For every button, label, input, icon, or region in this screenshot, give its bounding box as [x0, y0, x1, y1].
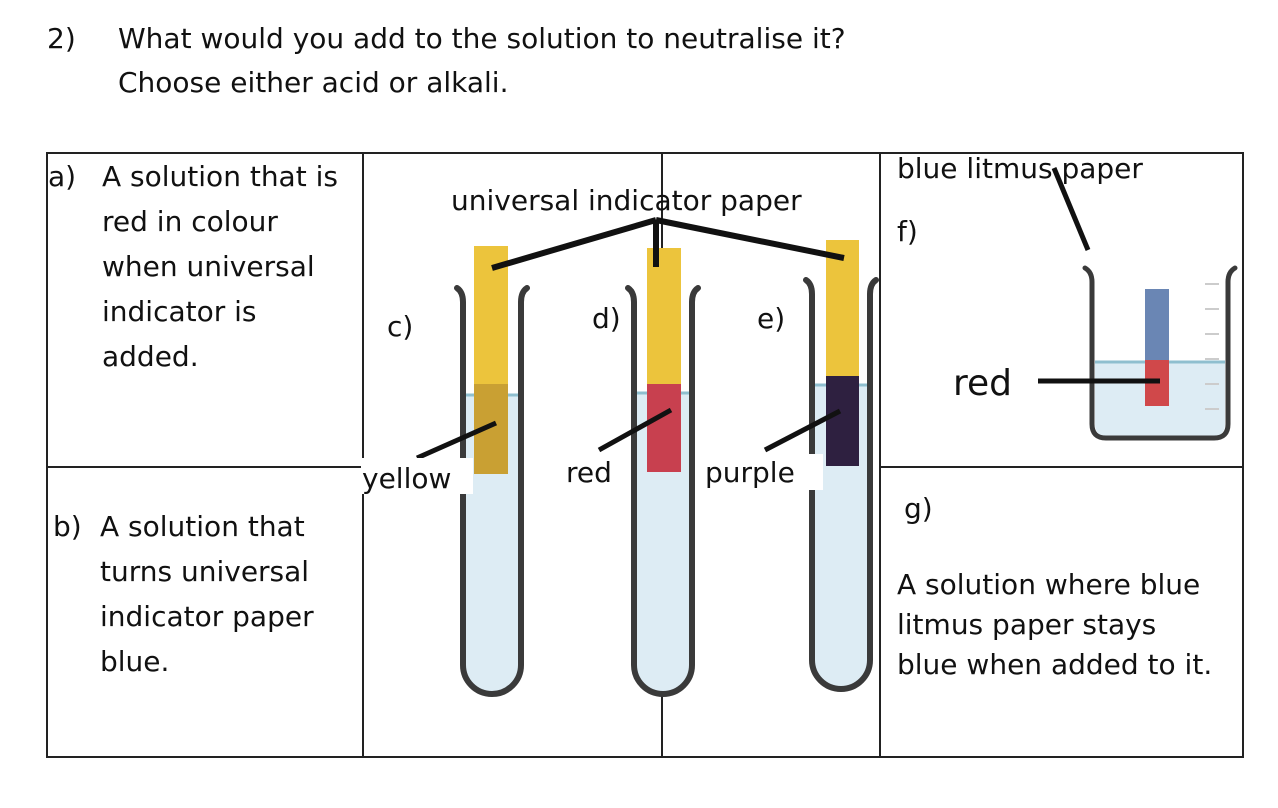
indicator-strip-e-dipped — [826, 376, 859, 466]
tube-c-colour-label: yellow — [362, 462, 451, 495]
question-instruction: Choose either acid or alkali. — [118, 66, 509, 99]
cell-a-marker: a) — [48, 160, 77, 193]
test-tube-d — [625, 248, 701, 697]
question-text: What would you add to the solution to ne… — [118, 22, 846, 55]
cell-a-line-3: when universal — [102, 250, 315, 283]
cell-g-marker: g) — [904, 492, 933, 525]
indicator-pointer-lines — [491, 217, 845, 271]
tube-d-marker: d) — [592, 302, 621, 335]
cell-a-line-2: red in colour — [102, 205, 278, 238]
beaker-f — [1082, 265, 1238, 441]
colour-pointer-lines — [415, 407, 842, 461]
litmus-colour-label: red — [953, 363, 1012, 404]
cell-b-line-2: turns universal — [100, 555, 310, 588]
tube-c-marker: c) — [387, 310, 413, 343]
answer-grid — [46, 152, 1244, 758]
cell-b-line-1: A solution that — [100, 510, 305, 543]
indicator-strip-d-dipped — [647, 384, 681, 472]
question-number: 2) — [47, 22, 76, 55]
cell-a-line-5: added. — [102, 340, 199, 373]
tube-e-colour-label: purple — [705, 456, 795, 489]
tube-e-marker: e) — [757, 302, 785, 335]
cell-b-marker: b) — [53, 510, 82, 543]
beaker-f-marker: f) — [897, 215, 918, 248]
cell-g-line-1: A solution where blue — [897, 568, 1201, 601]
cell-a-line-1: A solution that is — [102, 160, 338, 193]
cell-b-line-3: indicator paper — [100, 600, 314, 633]
universal-indicator-label: universal indicator paper — [451, 184, 802, 217]
test-tube-e — [803, 240, 879, 692]
cell-g-line-3: blue when added to it. — [897, 648, 1213, 681]
beaker-graduation-marks — [1205, 283, 1219, 410]
litmus-label-pointer — [1051, 167, 1091, 251]
cell-b-line-4: blue. — [100, 645, 170, 678]
test-tube-c — [454, 246, 530, 697]
cell-g-line-2: litmus paper stays — [897, 608, 1157, 641]
tube-d-colour-label: red — [566, 456, 612, 489]
litmus-title: blue litmus paper — [897, 152, 1143, 185]
cell-a-line-4: indicator is — [102, 295, 257, 328]
